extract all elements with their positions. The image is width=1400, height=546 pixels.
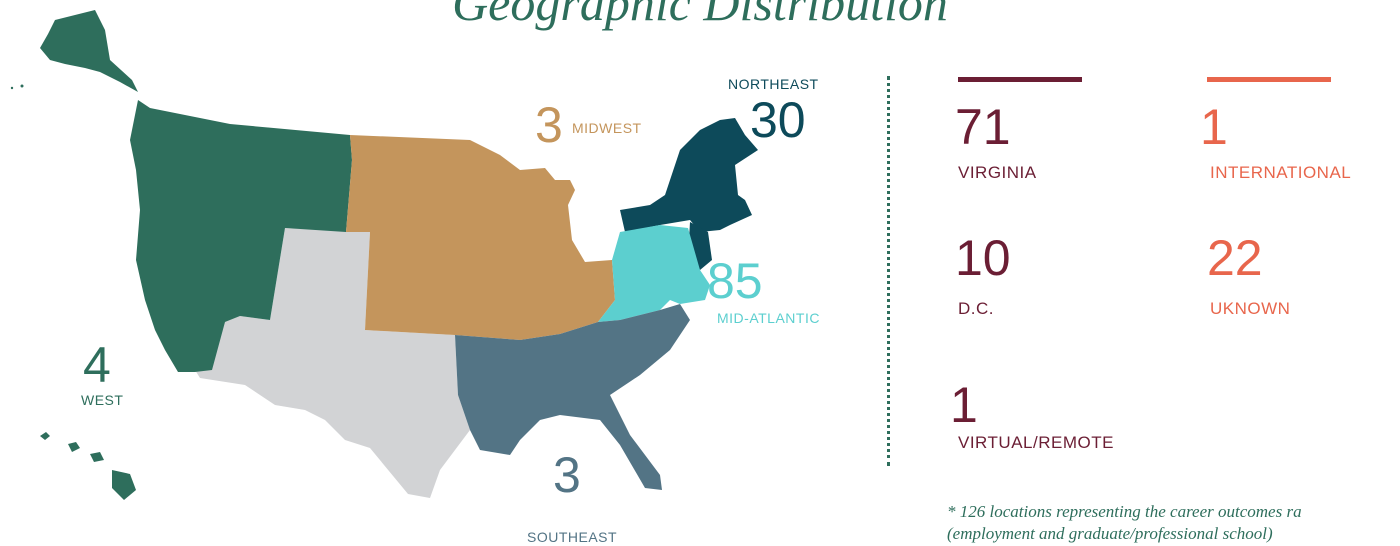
dotted-divider	[887, 76, 890, 466]
mid-atlantic-region	[598, 225, 710, 322]
virtual-label: VIRTUAL/REMOTE	[958, 433, 1114, 452]
midwest-region	[346, 135, 615, 340]
footnote: * 126 locations representing the career …	[947, 501, 1400, 545]
virtual-count: 1	[950, 377, 978, 433]
southeast-region	[455, 304, 690, 490]
southwest-region	[195, 228, 470, 498]
mid-atlantic-label: MID-ATLANTIC	[717, 310, 820, 326]
southeast-count: 3	[553, 447, 581, 503]
unknown-count: 22	[1207, 230, 1263, 286]
international-accent-bar	[1207, 77, 1331, 82]
unknown-label: UKNOWN	[1210, 299, 1291, 318]
dc-count: 10	[955, 230, 1011, 286]
midwest-label: MIDWEST	[572, 120, 642, 136]
footnote-line-1: * 126 locations representing the career …	[947, 502, 1302, 521]
west-count: 4	[83, 337, 111, 393]
west-region	[130, 100, 352, 372]
alaska-island	[20, 84, 24, 88]
hawaii-island	[68, 442, 80, 452]
us-region-map	[10, 10, 758, 500]
west-label: WEST	[81, 392, 124, 408]
virginia-label: VIRGINIA	[958, 163, 1037, 182]
hawaii-island	[40, 432, 50, 440]
midwest-count: 3	[535, 97, 563, 153]
dc-label: D.C.	[958, 299, 994, 318]
alaska-shape	[40, 10, 138, 92]
mid-atlantic-count: 85	[707, 253, 763, 309]
international-count: 1	[1200, 99, 1228, 155]
page-title: Geographic Distribution	[452, 0, 948, 31]
hawaii-island	[90, 452, 104, 462]
virginia-count: 71	[955, 99, 1011, 155]
northeast-count: 30	[750, 92, 806, 148]
footnote-line-2: (employment and graduate/professional sc…	[947, 524, 1273, 543]
northeast-region	[620, 118, 758, 232]
hawaii-island	[112, 470, 136, 500]
virginia-accent-bar	[958, 77, 1082, 82]
alaska-island	[10, 86, 14, 90]
international-label: INTERNATIONAL	[1210, 163, 1352, 182]
southeast-label: SOUTHEAST	[527, 529, 618, 545]
northeast-label: NORTHEAST	[728, 76, 819, 92]
